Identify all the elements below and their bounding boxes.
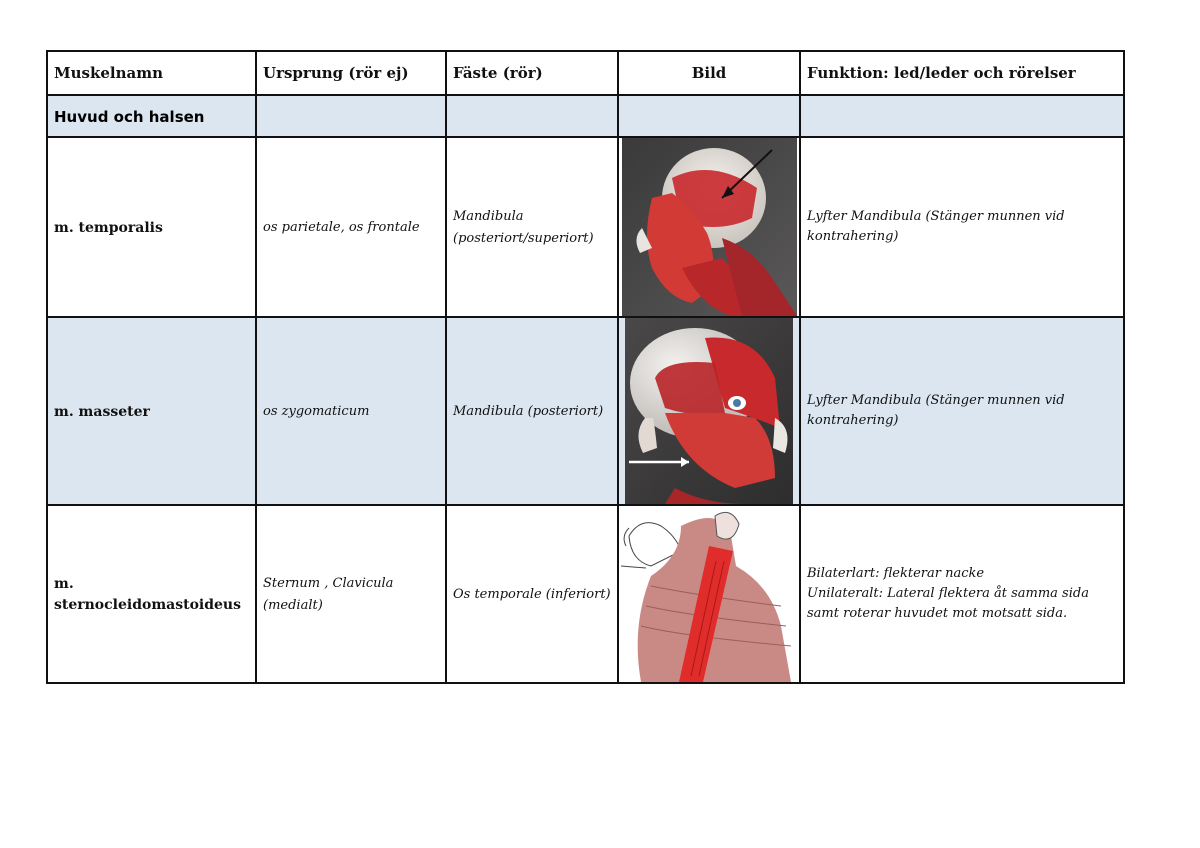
image-cell	[617, 316, 801, 506]
insertion-cell: Os temporale (inferiort)	[445, 504, 619, 684]
muscle-origin: os parietale, os frontale	[263, 220, 420, 235]
function-cell: Bilaterlart: flekterar nacke Unilateralt…	[799, 504, 1125, 684]
origin-cell: os parietale, os frontale	[255, 136, 447, 318]
muscle-name: m. temporalis	[54, 219, 163, 236]
section-empty-cell	[445, 94, 619, 138]
muscle-name: m. sternocleidomastoideus	[54, 576, 241, 613]
function-cell: Lyfter Mandibula (Stänger munnen vid kon…	[799, 316, 1125, 506]
insertion-cell: Mandibula (posteriort)	[445, 316, 619, 506]
section-label: Huvud och halsen	[54, 107, 205, 126]
section-empty-cell	[799, 94, 1125, 138]
muscle-insertion: Os temporale (inferiort)	[453, 587, 611, 602]
section-label-cell: Huvud och halsen	[46, 94, 257, 138]
muscle-table-wrapper: Muskelnamn Ursprung (rör ej) Fäste (rör)…	[46, 50, 1125, 684]
sternocleidomastoideus-illustration-icon	[621, 507, 797, 681]
muscle-insertion: Mandibula (posteriort)	[453, 404, 604, 419]
section-row: Huvud och halsen	[46, 94, 1125, 138]
header-function: Funktion: led/leder och rörelser	[799, 50, 1125, 96]
muscle-insertion: Mandibula (posteriort/superiort)	[453, 209, 594, 246]
header-name: Muskelnamn	[46, 50, 257, 96]
header-origin: Ursprung (rör ej)	[255, 50, 447, 96]
muscle-function-line: Bilaterlart: flekterar nacke	[807, 566, 985, 581]
header-insertion: Fäste (rör)	[445, 50, 619, 96]
muscle-name-cell: m. temporalis	[46, 136, 257, 318]
table-row: m. masseter os zygomaticum Mandibula (po…	[46, 316, 1125, 506]
header-row: Muskelnamn Ursprung (rör ej) Fäste (rör)…	[46, 50, 1125, 96]
table-row: m. sternocleidomastoideus Sternum , Clav…	[46, 504, 1125, 684]
muscle-function-line: Unilateralt: Lateral flektera åt samma s…	[807, 586, 1089, 621]
image-cell	[617, 136, 801, 318]
insertion-cell: Mandibula (posteriort/superiort)	[445, 136, 619, 318]
muscle-table: Muskelnamn Ursprung (rör ej) Fäste (rör)…	[46, 50, 1125, 684]
header-image: Bild	[617, 50, 801, 96]
muscle-name-cell: m. masseter	[46, 316, 257, 506]
table-row: m. temporalis os parietale, os frontale …	[46, 136, 1125, 318]
masseter-muscle-photo-icon	[625, 319, 793, 503]
image-cell	[617, 504, 801, 684]
muscle-name-cell: m. sternocleidomastoideus	[46, 504, 257, 684]
muscle-function-line: Lyfter Mandibula (Stänger munnen vid kon…	[807, 209, 1065, 244]
section-empty-cell	[617, 94, 801, 138]
temporalis-muscle-photo-icon	[621, 139, 797, 315]
muscle-origin: Sternum , Clavicula (medialt)	[263, 576, 394, 613]
muscle-function-line: Lyfter Mandibula (Stänger munnen vid kon…	[807, 393, 1065, 428]
section-empty-cell	[255, 94, 447, 138]
origin-cell: os zygomaticum	[255, 316, 447, 506]
function-cell: Lyfter Mandibula (Stänger munnen vid kon…	[799, 136, 1125, 318]
origin-cell: Sternum , Clavicula (medialt)	[255, 504, 447, 684]
muscle-name: m. masseter	[54, 403, 150, 420]
muscle-origin: os zygomaticum	[263, 404, 370, 419]
